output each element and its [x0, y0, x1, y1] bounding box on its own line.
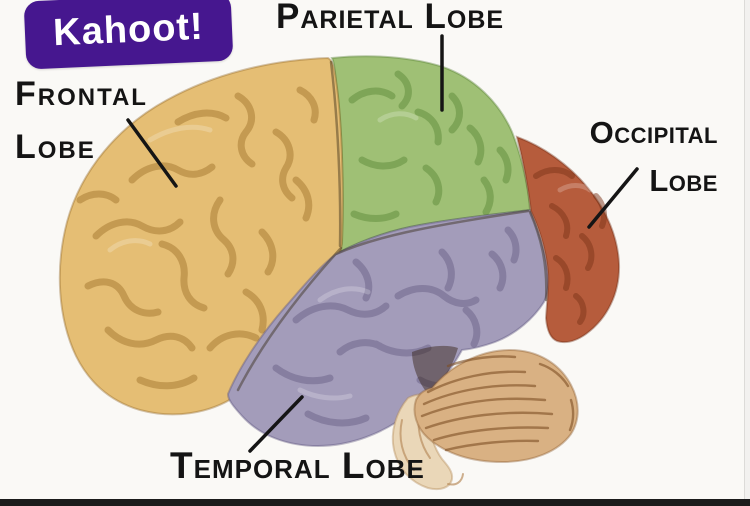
temporal-lobe-region	[226, 208, 550, 448]
parietal-lobe-label: Parietal Lobe	[276, 0, 505, 36]
occipital-pointer-line	[587, 167, 639, 229]
cerebellum-shadow	[412, 345, 458, 396]
occipital-highlight	[557, 183, 593, 193]
frontal-pointer-line	[126, 118, 178, 188]
frontal-lobe-label: Frontal Lobe	[15, 68, 148, 174]
temporal-lobe	[226, 208, 550, 448]
parietal-highlight	[377, 111, 419, 123]
occipital-lobe	[515, 135, 621, 344]
occipital-lobe-sulci	[533, 167, 607, 325]
lobe-boundary-creases	[236, 60, 548, 392]
frontal-label-line2: Lobe	[15, 128, 96, 166]
occipital-label-line2: Lobe	[649, 163, 718, 198]
right-edge-strip	[744, 0, 750, 506]
kahoot-logo: Kahoot!	[23, 0, 234, 70]
frontal-highlight	[107, 124, 213, 253]
bottom-bar	[0, 499, 750, 506]
kahoot-logo-text: Kahoot!	[52, 5, 205, 54]
frontal-label-line1: Frontal	[15, 75, 148, 113]
temporal-pointer-line	[248, 395, 304, 453]
occipital-lobe-label: Occipital Lobe	[590, 109, 718, 205]
occipital-label-line1: Occipital	[589, 115, 718, 150]
temporal-highlight	[297, 286, 371, 401]
frontal-lobe-sulci	[76, 86, 319, 390]
parietal-lobe-sulci	[348, 70, 512, 222]
brainstem	[391, 393, 464, 491]
cerebellum-striations	[420, 355, 575, 452]
temporal-lobe-label: Temporal Lobe	[170, 445, 425, 486]
cerebellum	[413, 348, 579, 464]
